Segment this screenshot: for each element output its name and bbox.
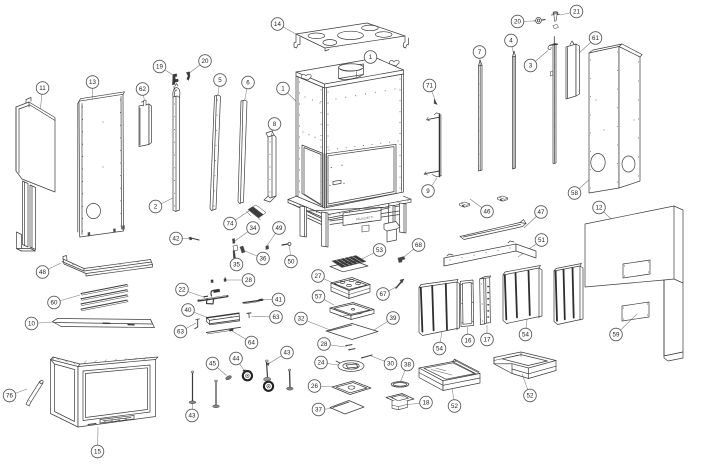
- svg-text:7: 7: [478, 49, 482, 56]
- svg-text:59: 59: [613, 332, 620, 339]
- svg-text:4: 4: [509, 38, 513, 45]
- svg-text:12: 12: [596, 205, 603, 212]
- svg-text:71: 71: [426, 83, 433, 90]
- svg-text:27: 27: [315, 273, 322, 280]
- svg-text:63: 63: [177, 329, 184, 336]
- svg-text:1: 1: [281, 86, 285, 93]
- svg-text:47: 47: [538, 209, 545, 216]
- svg-text:1: 1: [369, 54, 373, 61]
- svg-text:PALAZZETTI: PALAZZETTI: [356, 215, 374, 221]
- svg-text:5: 5: [218, 77, 222, 84]
- svg-text:14: 14: [274, 21, 281, 28]
- svg-text:76: 76: [6, 393, 13, 400]
- svg-text:67: 67: [380, 291, 387, 298]
- svg-text:60: 60: [51, 300, 58, 307]
- svg-text:34: 34: [250, 225, 257, 232]
- svg-text:17: 17: [484, 337, 491, 344]
- svg-text:11: 11: [39, 85, 46, 92]
- svg-text:10: 10: [28, 321, 35, 328]
- svg-text:43: 43: [189, 413, 196, 420]
- svg-text:57: 57: [315, 294, 322, 301]
- svg-text:19: 19: [156, 64, 163, 71]
- svg-text:49: 49: [276, 225, 283, 232]
- svg-text:38: 38: [404, 362, 411, 369]
- svg-text:20: 20: [514, 19, 521, 26]
- svg-text:44: 44: [233, 356, 240, 363]
- svg-text:15: 15: [94, 449, 101, 456]
- svg-text:68: 68: [415, 242, 422, 249]
- svg-text:50: 50: [288, 259, 295, 266]
- svg-text:37: 37: [315, 407, 322, 414]
- svg-text:18: 18: [423, 400, 430, 407]
- svg-text:42: 42: [173, 236, 180, 243]
- svg-text:61: 61: [592, 35, 599, 42]
- svg-text:2: 2: [154, 204, 158, 211]
- svg-text:8: 8: [273, 121, 277, 128]
- svg-text:6: 6: [246, 80, 250, 87]
- svg-text:9: 9: [426, 188, 430, 195]
- svg-text:51: 51: [538, 237, 545, 244]
- svg-text:16: 16: [465, 338, 472, 345]
- svg-text:21: 21: [573, 9, 580, 16]
- svg-text:53: 53: [376, 247, 383, 254]
- svg-text:26: 26: [311, 383, 318, 390]
- svg-text:45: 45: [209, 361, 216, 368]
- svg-text:52: 52: [451, 403, 458, 410]
- svg-text:74: 74: [227, 221, 234, 228]
- svg-text:52: 52: [527, 393, 534, 400]
- svg-text:48: 48: [39, 269, 46, 276]
- svg-text:35: 35: [233, 262, 240, 269]
- svg-text:63: 63: [273, 314, 280, 321]
- svg-text:54: 54: [522, 332, 529, 339]
- svg-text:20: 20: [202, 58, 209, 65]
- svg-text:28: 28: [245, 277, 252, 284]
- svg-text:40: 40: [185, 307, 192, 314]
- svg-text:64: 64: [248, 340, 255, 347]
- svg-text:32: 32: [298, 316, 305, 323]
- svg-text:41: 41: [275, 297, 282, 304]
- svg-text:39: 39: [390, 315, 397, 322]
- svg-text:36: 36: [260, 256, 267, 263]
- svg-text:22: 22: [179, 287, 186, 294]
- svg-text:3: 3: [529, 63, 533, 70]
- svg-text:43: 43: [284, 350, 291, 357]
- svg-text:46: 46: [484, 209, 491, 216]
- svg-text:30: 30: [387, 361, 394, 368]
- svg-text:54: 54: [436, 346, 443, 353]
- svg-text:13: 13: [89, 79, 96, 86]
- svg-text:24: 24: [318, 360, 325, 367]
- svg-text:58: 58: [571, 190, 578, 197]
- svg-text:62: 62: [139, 86, 146, 93]
- svg-text:28: 28: [321, 341, 328, 348]
